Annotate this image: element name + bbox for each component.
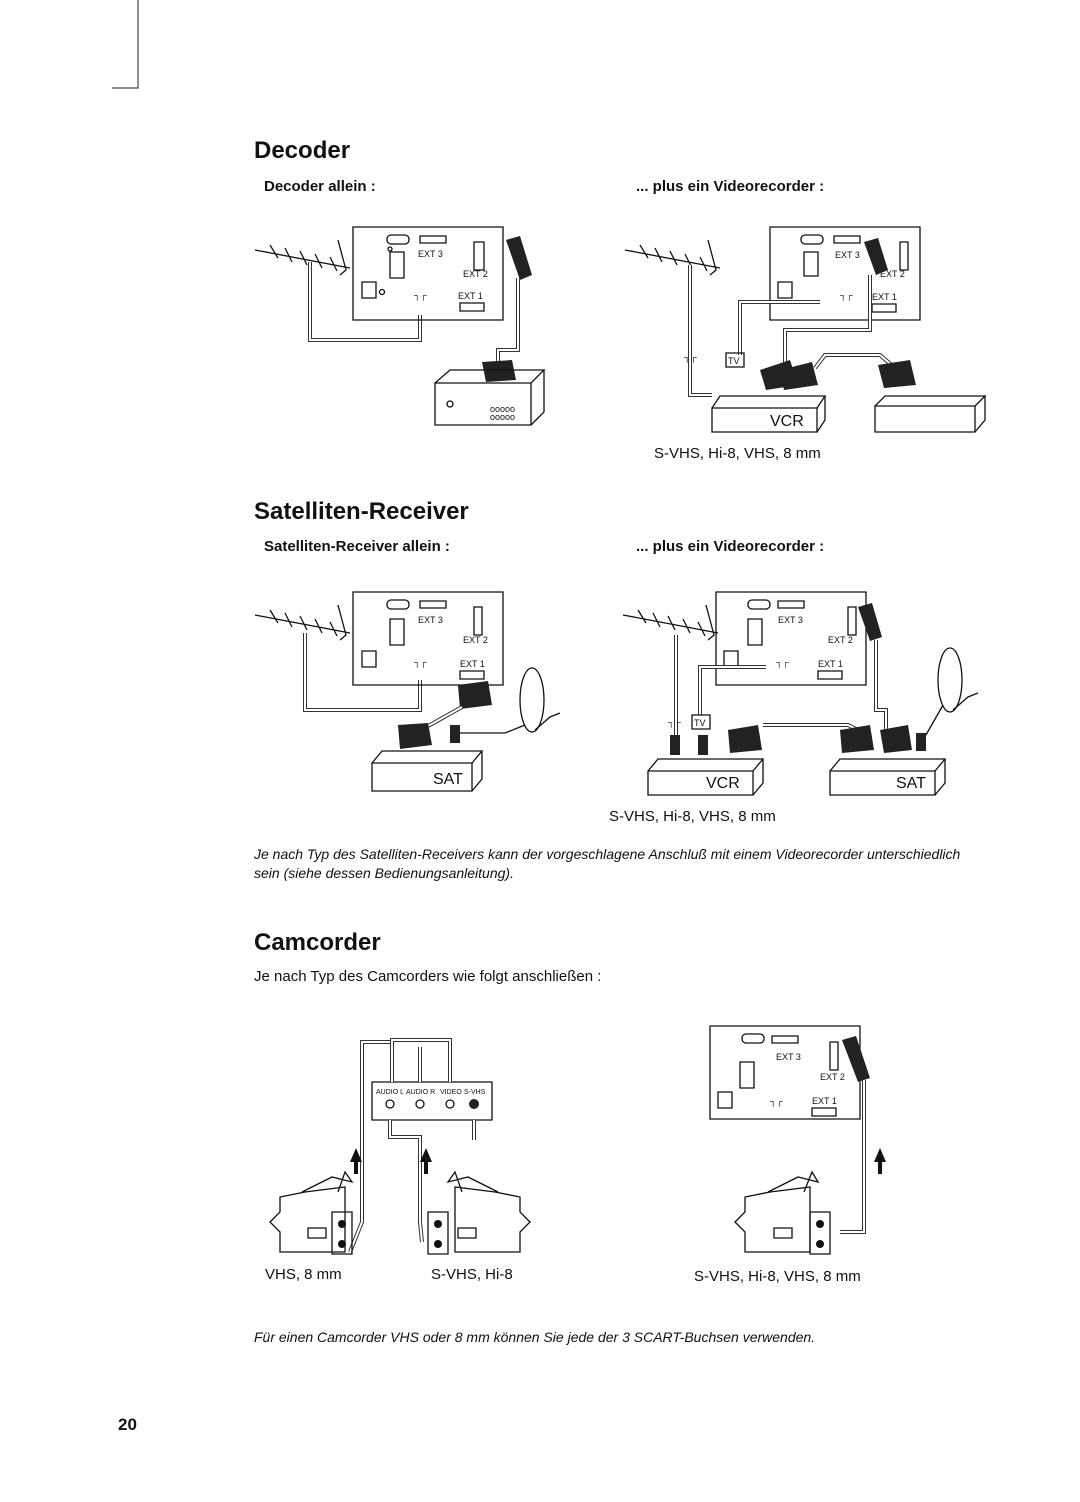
svg-text:EXT 1: EXT 1 [818, 659, 843, 669]
camcorder-icon [428, 1172, 530, 1254]
camcorder-vhs-label: VHS, 8 mm [265, 1266, 342, 1283]
svg-text:EXT 2: EXT 2 [828, 635, 853, 645]
antenna-icon [255, 240, 420, 340]
up-arrow-icon [350, 1148, 362, 1174]
svg-text:VIDEO: VIDEO [440, 1089, 462, 1096]
tv-back-panel: EXT 3 EXT 2 ┐┌ EXT 1 [710, 1026, 860, 1119]
camcorder-svhs-label: S-VHS, Hi-8 [431, 1266, 513, 1283]
satellite-vcr-caption: ... plus ein Videorecorder : [636, 538, 825, 555]
camcorder-rear-diagram: EXT 3 EXT 2 ┐┌ EXT 1 [700, 1022, 886, 1272]
camcorder-note: Für einen Camcorder VHS oder 8 mm können… [254, 1329, 816, 1345]
margin-mark [100, 0, 150, 100]
decoder-vcr-caption: ... plus ein Videorecorder : [636, 178, 825, 195]
vcr-label: VCR [770, 413, 804, 430]
satellite-note: Je nach Typ des Satelliten-Receivers kan… [254, 846, 961, 881]
camcorder-icon [735, 1172, 830, 1254]
satellite-vcr-diagram: ┐┌ EXT 3 EXT 2 ┐┌ EXT 1 TV VCR SAT [618, 585, 988, 795]
svg-text:┐┌: ┐┌ [414, 657, 427, 668]
svg-text:EXT 2: EXT 2 [463, 635, 488, 645]
tv-label: TV [728, 356, 740, 366]
svg-text:┐┌: ┐┌ [840, 290, 853, 301]
svg-text:EXT 3: EXT 3 [418, 615, 443, 625]
front-av-panel: AUDIO L AUDIO R VIDEO S-VHS [372, 1082, 492, 1120]
svg-text:┐┌: ┐┌ [668, 717, 681, 728]
svg-text:┐┌: ┐┌ [776, 657, 789, 668]
tv-back-panel: EXT 3 EXT 2 ┐┌ EXT 1 [770, 227, 920, 320]
satellite-formats: S-VHS, Hi-8, VHS, 8 mm [609, 808, 776, 825]
up-arrow-icon [874, 1148, 886, 1174]
decoder-alone-diagram: EXT 3 EXT 2 ┐┌ EXT 1 ooooo ooooo [250, 220, 550, 435]
svg-text:VCR: VCR [706, 775, 740, 792]
camcorder-intro: Je nach Typ des Camcorders wie folgt ans… [254, 968, 602, 985]
sat-label: SAT [433, 771, 463, 788]
satellite-dish-icon [916, 648, 978, 751]
svg-text:EXT 1: EXT 1 [460, 659, 485, 669]
svg-text:EXT 2: EXT 2 [880, 269, 905, 279]
satellite-alone-caption: Satelliten-Receiver allein : [264, 538, 450, 555]
antenna-icon: ┐┌ [623, 605, 718, 735]
ext3-label: EXT 3 [418, 249, 443, 259]
svg-text:EXT 1: EXT 1 [812, 1096, 837, 1106]
svg-text:S-VHS: S-VHS [464, 1089, 486, 1096]
svg-text:EXT 2: EXT 2 [820, 1072, 845, 1082]
svg-text:EXT 3: EXT 3 [835, 250, 860, 260]
svg-text:SAT: SAT [896, 775, 926, 792]
svg-text:EXT 1: EXT 1 [872, 292, 897, 302]
ext1-label: EXT 1 [458, 291, 483, 301]
decoder-title: Decoder [254, 137, 351, 164]
svg-text:EXT 3: EXT 3 [776, 1052, 801, 1062]
page-number: 20 [118, 1415, 137, 1434]
svg-text:EXT 3: EXT 3 [778, 615, 803, 625]
svg-text:AUDIO L: AUDIO L [376, 1089, 404, 1096]
antenna-icon [255, 605, 420, 710]
up-arrow-icon [420, 1148, 432, 1174]
satellite-title: Satelliten-Receiver [254, 498, 469, 525]
camcorder-icon [270, 1172, 352, 1254]
ext2-label: EXT 2 [463, 269, 488, 279]
tv-back-panel: EXT 3 EXT 2 ┐┌ EXT 1 [716, 592, 866, 685]
svg-text:TV: TV [694, 718, 706, 728]
svg-text:ooooo: ooooo [490, 404, 515, 414]
svg-text:AUDIO R: AUDIO R [406, 1089, 435, 1096]
svg-text:┐┌: ┐┌ [770, 1096, 783, 1107]
antenna-icon: ┐┌ [625, 240, 720, 395]
decoder-formats: S-VHS, Hi-8, VHS, 8 mm [654, 445, 821, 462]
tv-back-panel: EXT 3 EXT 2 ┐┌ EXT 1 [353, 227, 503, 320]
decoder-vcr-diagram: ┐┌ EXT 3 EXT 2 ┐┌ EXT 1 TV VCR [620, 220, 990, 435]
svg-text:┐┌: ┐┌ [414, 290, 427, 301]
satellite-dish-icon [450, 668, 560, 743]
svg-text:┐┌: ┐┌ [684, 352, 697, 363]
svg-text:ooooo: ooooo [490, 412, 515, 422]
camcorder-front-diagram: AUDIO L AUDIO R VIDEO S-VHS [250, 1022, 550, 1272]
camcorder-all-label: S-VHS, Hi-8, VHS, 8 mm [694, 1268, 861, 1285]
tv-back-panel: EXT 3 EXT 2 ┐┌ EXT 1 [353, 592, 503, 685]
decoder-alone-caption: Decoder allein : [264, 178, 376, 195]
satellite-alone-diagram: EXT 3 EXT 2 ┐┌ EXT 1 SAT [250, 585, 570, 795]
camcorder-title: Camcorder [254, 929, 381, 956]
